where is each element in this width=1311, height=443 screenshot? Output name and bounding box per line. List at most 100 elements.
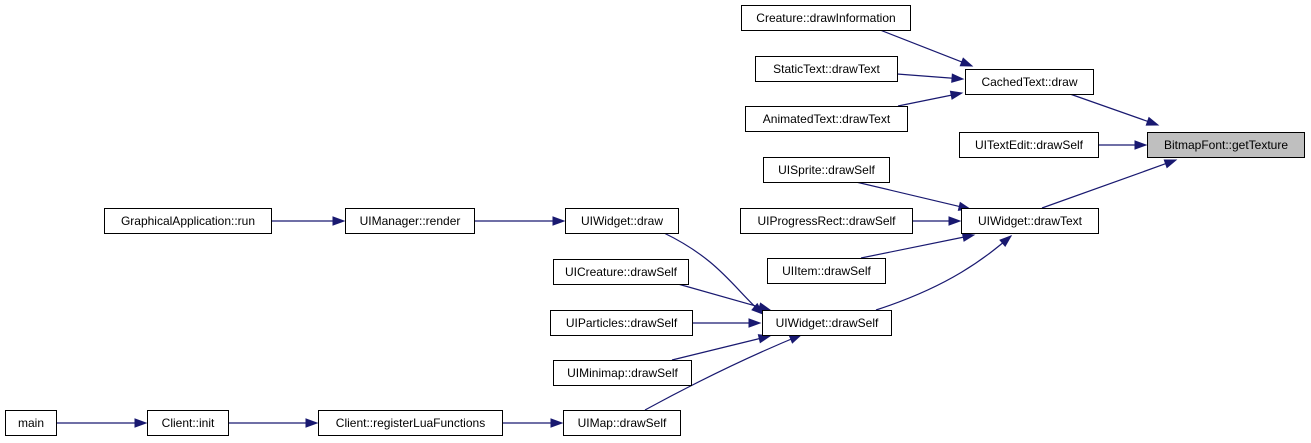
node-uitextedit-drawself[interactable]: UITextEdit::drawSelf <box>959 132 1099 158</box>
arrowhead-icon <box>961 232 976 242</box>
node-client-init[interactable]: Client::init <box>147 410 229 436</box>
node-label: UIItem::drawSelf <box>782 264 871 278</box>
node-uimanager-render[interactable]: UIManager::render <box>345 208 475 234</box>
edge-line <box>671 337 761 361</box>
arrowhead-icon <box>332 216 346 226</box>
node-label: UIWidget::draw <box>581 214 663 228</box>
edge-line <box>879 29 963 63</box>
edge-line <box>855 181 961 208</box>
node-label: UIParticles::drawSelf <box>566 316 678 330</box>
node-box <box>104 208 272 234</box>
node-label: StaticText::drawText <box>773 62 880 76</box>
node-label: UITextEdit::drawSelf <box>975 138 1084 152</box>
node-box <box>767 258 886 284</box>
arrowhead-icon <box>1163 159 1178 169</box>
edge-graphicalapplication-run-to-uimanager-render <box>271 216 346 226</box>
node-box <box>5 410 57 436</box>
node-box <box>553 259 689 285</box>
node-label: UIManager::render <box>360 214 461 228</box>
node-uiwidget-drawself[interactable]: UIWidget::drawSelf <box>762 310 892 336</box>
node-box <box>550 310 693 336</box>
edge-statictext-drawtext-to-cachedtext-draw <box>896 73 965 83</box>
node-creature-drawinformation[interactable]: Creature::drawInformation <box>741 5 911 31</box>
node-label: main <box>18 416 44 430</box>
node-animatedtext-drawtext[interactable]: AnimatedText::drawText <box>745 106 908 132</box>
node-uicreature-drawself[interactable]: UICreature::drawSelf <box>553 259 689 285</box>
node-label: UIWidget::drawSelf <box>776 316 879 330</box>
call-nodes: BitmapFont::getTexture CachedText::draw Cr… <box>5 5 1305 436</box>
node-cachedtext-draw[interactable]: CachedText::draw <box>965 69 1094 95</box>
node-label: UICreature::drawSelf <box>565 265 678 279</box>
node-label: GraphicalApplication::run <box>121 214 255 228</box>
node-box <box>745 106 908 132</box>
edge-uisprite-drawself-to-uiwidget-drawtext <box>855 181 972 211</box>
node-label: Client::registerLuaFunctions <box>336 416 485 430</box>
arrowhead-icon <box>949 90 964 100</box>
edge-line <box>677 283 761 308</box>
node-uiparticles-drawself[interactable]: UIParticles::drawSelf <box>550 310 693 336</box>
node-uisprite-drawself[interactable]: UISprite::drawSelf <box>763 157 890 183</box>
node-uimap-drawself[interactable]: UIMap::drawSelf <box>563 410 681 436</box>
node-label: UIWidget::drawText <box>978 214 1083 228</box>
edge-line <box>644 334 802 411</box>
node-box <box>965 69 1094 95</box>
edge-main-to-client-init <box>56 418 148 428</box>
call-edges <box>56 29 1178 428</box>
node-box <box>1147 132 1305 158</box>
edge-uiitem-drawself-to-uiwidget-drawtext <box>860 232 976 259</box>
arrowhead-icon <box>134 418 148 428</box>
node-box <box>961 208 1099 234</box>
node-uiwidget-drawtext[interactable]: UIWidget::drawText <box>961 208 1099 234</box>
edge-line <box>1041 162 1167 209</box>
edge-uiwidget-drawtext-to-bitmapfont-gettexture <box>1041 159 1178 209</box>
edge-line <box>896 73 954 79</box>
edge-uiwidget-drawself-to-uiwidget-drawtext <box>875 235 1013 311</box>
node-uiprogressrect-drawself[interactable]: UIProgressRect::drawSelf <box>740 208 913 234</box>
node-box <box>147 410 229 436</box>
arrowhead-icon <box>305 418 319 428</box>
node-box <box>565 208 679 234</box>
arrowhead-icon <box>552 216 566 226</box>
node-graphicalapplication-run[interactable]: GraphicalApplication::run <box>104 208 272 234</box>
edge-cachedtext-draw-to-bitmapfont-gettexture <box>1069 93 1160 126</box>
edge-creature-drawinformation-to-cachedtext-draw <box>879 29 974 67</box>
edge-uicreature-drawself-to-uiwidget-drawself <box>677 283 772 312</box>
node-uiitem-drawself[interactable]: UIItem::drawSelf <box>767 258 886 284</box>
arrowhead-icon <box>1134 140 1148 150</box>
node-label: AnimatedText::drawText <box>763 112 891 126</box>
node-bitmapfont-gettexture[interactable]: BitmapFont::getTexture <box>1147 132 1305 158</box>
node-box <box>755 56 898 82</box>
node-box <box>345 208 475 234</box>
node-box <box>740 208 913 234</box>
node-label: BitmapFont::getTexture <box>1164 138 1288 152</box>
node-label: UIMinimap::drawSelf <box>567 366 678 380</box>
edge-line <box>1069 93 1149 123</box>
node-main[interactable]: main <box>5 410 57 436</box>
node-client-registerluafunctions[interactable]: Client::registerLuaFunctions <box>318 410 503 436</box>
edge-client-registerluafunctions-to-uimap-drawself <box>502 418 564 428</box>
node-label: Client::init <box>162 416 215 430</box>
edge-uimanager-render-to-uiwidget-draw <box>474 216 566 226</box>
node-uiminimap-drawself[interactable]: UIMinimap::drawSelf <box>553 360 692 386</box>
arrowhead-icon <box>748 318 762 328</box>
arrowhead-icon <box>757 302 772 312</box>
arrowhead-icon <box>550 418 564 428</box>
node-statictext-drawtext[interactable]: StaticText::drawText <box>755 56 898 82</box>
node-box <box>553 360 692 386</box>
node-label: UIProgressRect::drawSelf <box>757 214 896 228</box>
edge-client-init-to-client-registerluafunctions <box>228 418 319 428</box>
node-box <box>741 5 911 31</box>
node-label: UIMap::drawSelf <box>578 416 667 430</box>
node-label: Creature::drawInformation <box>756 11 895 25</box>
arrowhead-icon <box>959 57 974 67</box>
node-box <box>959 132 1099 158</box>
node-uiwidget-draw[interactable]: UIWidget::draw <box>565 208 679 234</box>
arrowhead-icon <box>788 334 803 344</box>
arrowhead-icon <box>1145 116 1160 126</box>
edge-animatedtext-drawtext-to-cachedtext-draw <box>897 90 964 107</box>
edge-uiprogressrect-drawself-to-uiwidget-drawtext <box>912 216 962 226</box>
node-box <box>318 410 503 436</box>
node-label: UISprite::drawSelf <box>778 163 875 177</box>
arrowhead-icon <box>951 73 965 83</box>
